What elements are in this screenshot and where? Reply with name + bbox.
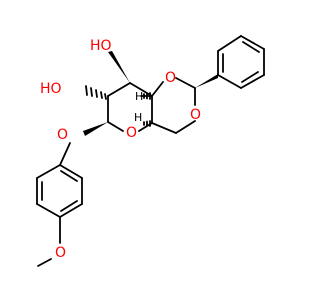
wedge-bond-phenyl [195,74,218,88]
dioxane-ring [151,77,196,134]
oxygen-dioxane-top-label: O [165,70,176,86]
phenyl-ring [217,35,265,89]
wedge-bond-glycosidic [83,122,108,136]
structure-canvas: HO HO O O O O O H H [36,35,265,267]
molecule-structure: HO HO O O O O O H H [36,35,265,267]
hash-bond-h-top [140,92,153,100]
oh-top-label: HO [90,38,112,54]
pyranose-ring [107,82,153,132]
oxygen-glycosidic-label: O [57,127,68,143]
h-top-label: H [135,90,143,103]
hash-bond-oh-left [85,85,107,100]
hash-bond-h-bottom [143,120,151,127]
oxygen-dioxane-right-label: O [190,107,201,123]
oxygen-methoxy-label: O [55,245,66,261]
h-bottom-label: H [134,111,142,124]
methoxyphenyl-ring [36,164,83,218]
oxygen-ring-label: O [126,125,137,141]
oh-left-label: HO [40,81,62,97]
wedge-bond-oh-top [108,51,130,83]
